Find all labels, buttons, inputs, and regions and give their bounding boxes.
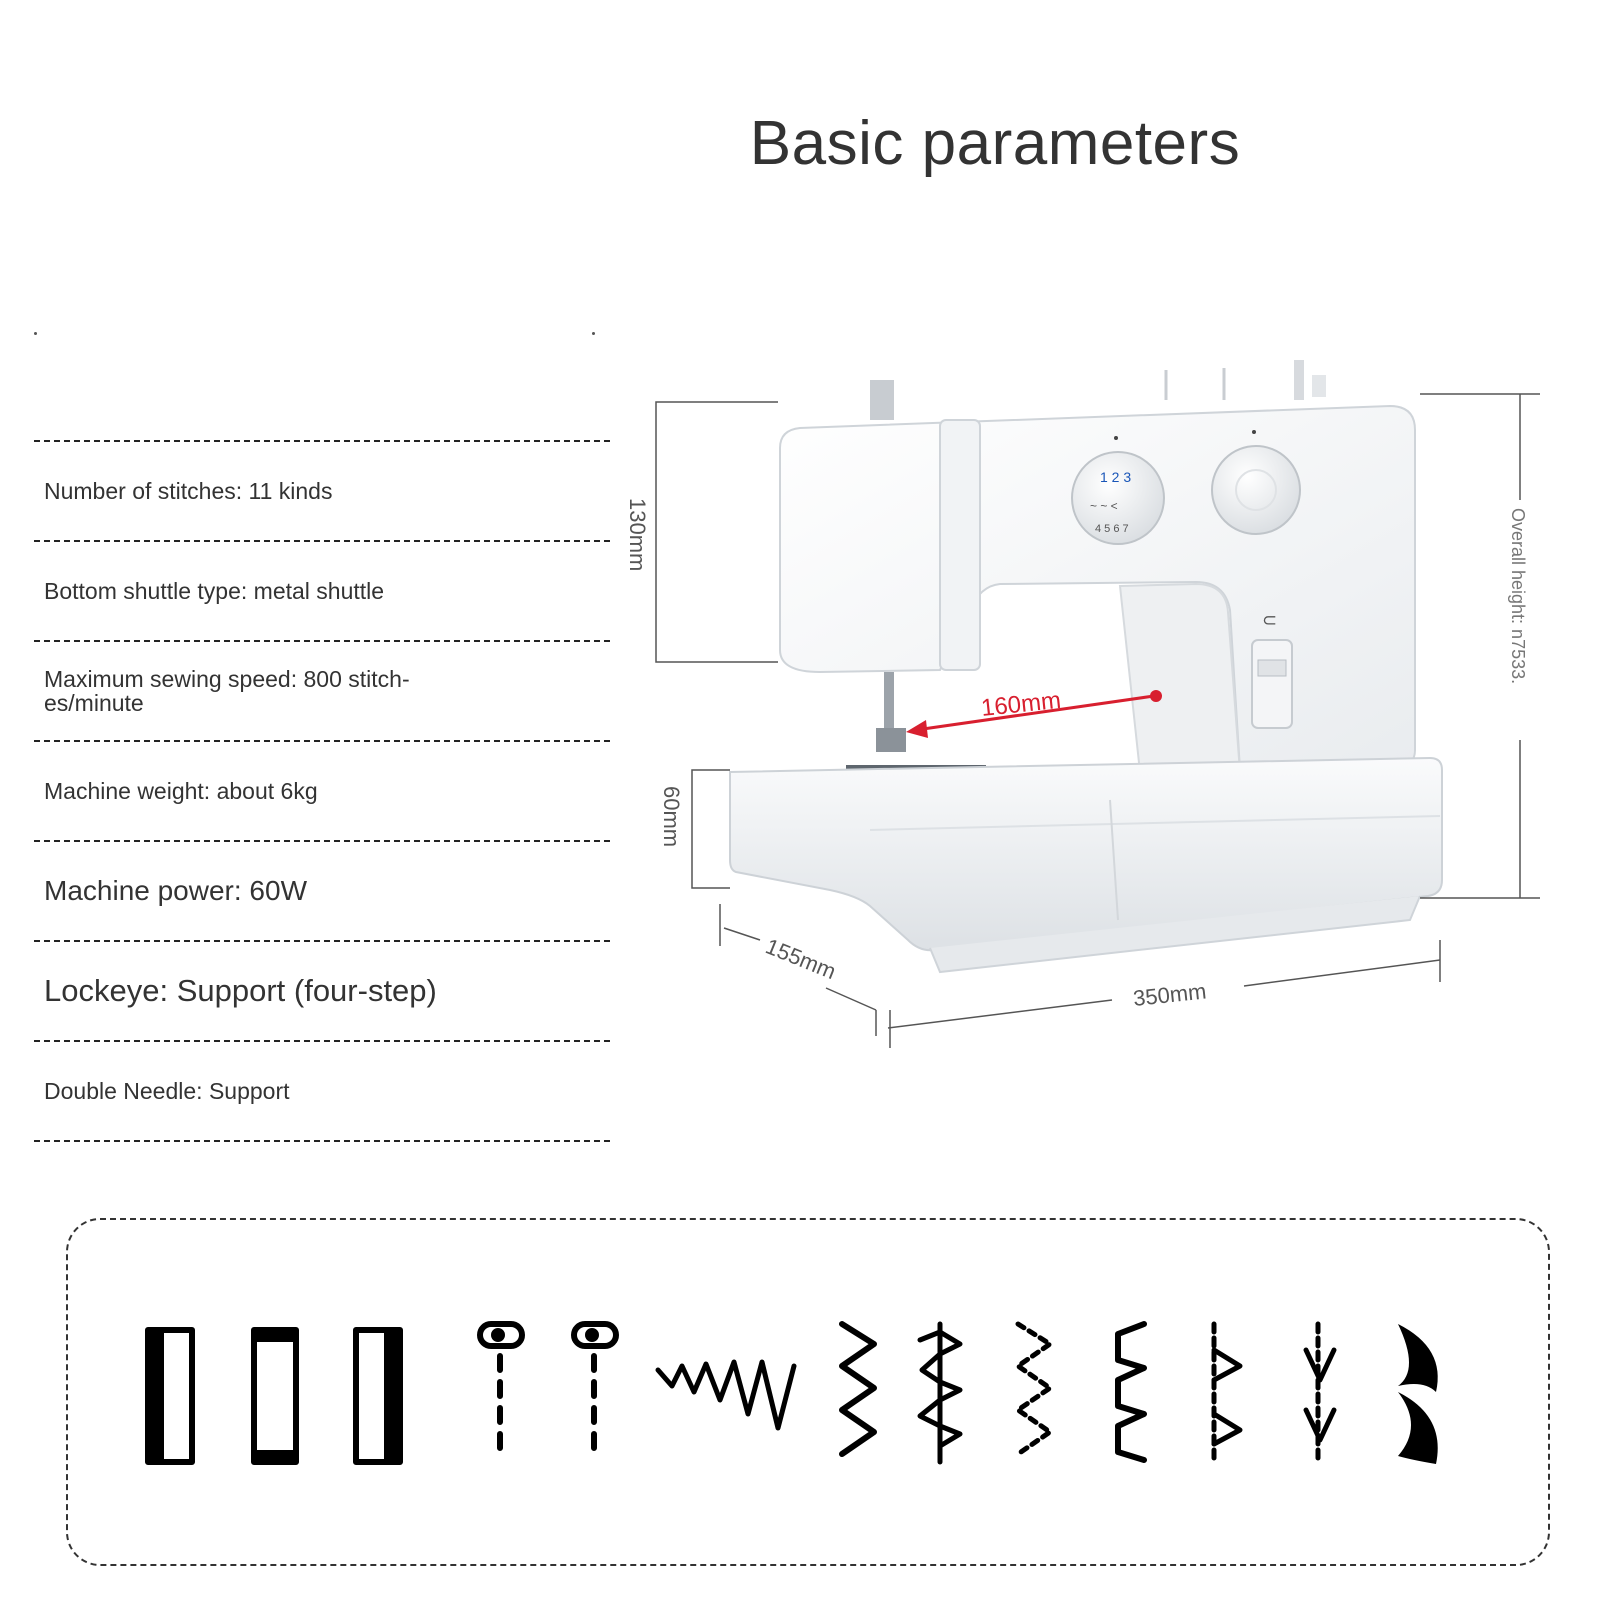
divider <box>34 740 610 742</box>
buttonhole-bar-right-icon <box>353 1327 403 1465</box>
divider <box>34 440 610 442</box>
divider <box>34 840 610 842</box>
spec-shuttle: Bottom shuttle type: metal shuttle <box>44 577 385 604</box>
svg-text:4 5 6 7: 4 5 6 7 <box>1095 523 1129 535</box>
reverse-lever-icon: ⊂ <box>1251 610 1293 729</box>
divider <box>34 640 610 642</box>
zigzag-vertical-icon <box>839 1321 877 1457</box>
svg-text:60mm: 60mm <box>659 786 684 847</box>
front-cover <box>939 419 981 671</box>
buttonhole-bar-ends-icon <box>251 1327 299 1465</box>
spec-stitches: Number of stitches: 11 kinds <box>44 477 333 504</box>
stretch-stitch-icon <box>917 1321 963 1465</box>
svg-text:160mm: 160mm <box>980 687 1062 722</box>
scallop-icon <box>1398 1324 1438 1464</box>
stitch-length-dial-icon <box>1211 445 1301 535</box>
svg-text:155mm: 155mm <box>762 933 839 984</box>
spec-power: Machine power: 60W <box>44 875 308 907</box>
dim-throat: 160mm <box>906 687 1162 738</box>
divider <box>34 1140 610 1142</box>
spec-weight: Machine weight: about 6kg <box>44 777 318 804</box>
spec-double-needle: Double Needle: Support <box>44 1077 290 1104</box>
page-title: Basic parameters <box>749 109 1241 178</box>
dim-depth: 155mm <box>719 904 877 1036</box>
svg-text:⊂: ⊂ <box>1262 610 1277 630</box>
zigzag-horizontal-icon <box>655 1359 797 1431</box>
dim-bed-height: 60mm <box>659 769 730 889</box>
stitch-patterns-panel <box>66 1218 1550 1566</box>
decorative-dot <box>592 332 595 335</box>
dim-overall-height: Overall height: n7533. <box>1420 393 1540 899</box>
divider <box>34 1040 610 1042</box>
stitch-selector-dial-icon: 1 2 3 ~ ~ < 4 5 6 7 <box>1071 451 1165 545</box>
dim-head-height: 130mm <box>625 401 778 663</box>
blind-hem-icon <box>1115 1321 1147 1463</box>
svg-text:1 2 3: 1 2 3 <box>1100 469 1131 485</box>
svg-text:350mm: 350mm <box>1132 978 1208 1011</box>
sewing-machine-svg: 1 2 3 ~ ~ < 4 5 6 7 ⊂ 130m <box>625 360 1540 1048</box>
sewing-machine-diagram: 1 2 3 ~ ~ < 4 5 6 7 ⊂ 130m <box>625 360 1580 1080</box>
shell-tuck-icon <box>1303 1321 1337 1463</box>
decorative-dot <box>34 332 37 335</box>
spec-list: Number of stitches: 11 kinds Bottom shut… <box>34 440 610 1142</box>
svg-text:130mm: 130mm <box>625 498 650 571</box>
pillar <box>1118 582 1242 773</box>
dotted-zigzag-icon <box>1015 1321 1053 1457</box>
buttonhole-straight-2-icon <box>571 1321 619 1463</box>
divider <box>34 540 610 542</box>
thread-guide-icon <box>870 360 1326 420</box>
svg-text:Overall height: n7533.: Overall height: n7533. <box>1508 508 1528 684</box>
machine-base <box>729 756 1443 952</box>
buttonhole-straight-1-icon <box>477 1321 525 1463</box>
svg-text:~ ~ <: ~ ~ < <box>1090 499 1118 513</box>
stitch-patterns-svg <box>145 1321 1438 1465</box>
buttonhole-bar-left-icon <box>145 1327 195 1465</box>
dotted-blind-hem-icon <box>1211 1321 1243 1463</box>
divider <box>34 940 610 942</box>
spec-lockeye: Lockeye: Support (four-step) <box>44 972 437 1008</box>
spec-speed: Maximum sewing speed: 800 stitch-es/minu… <box>44 665 410 716</box>
